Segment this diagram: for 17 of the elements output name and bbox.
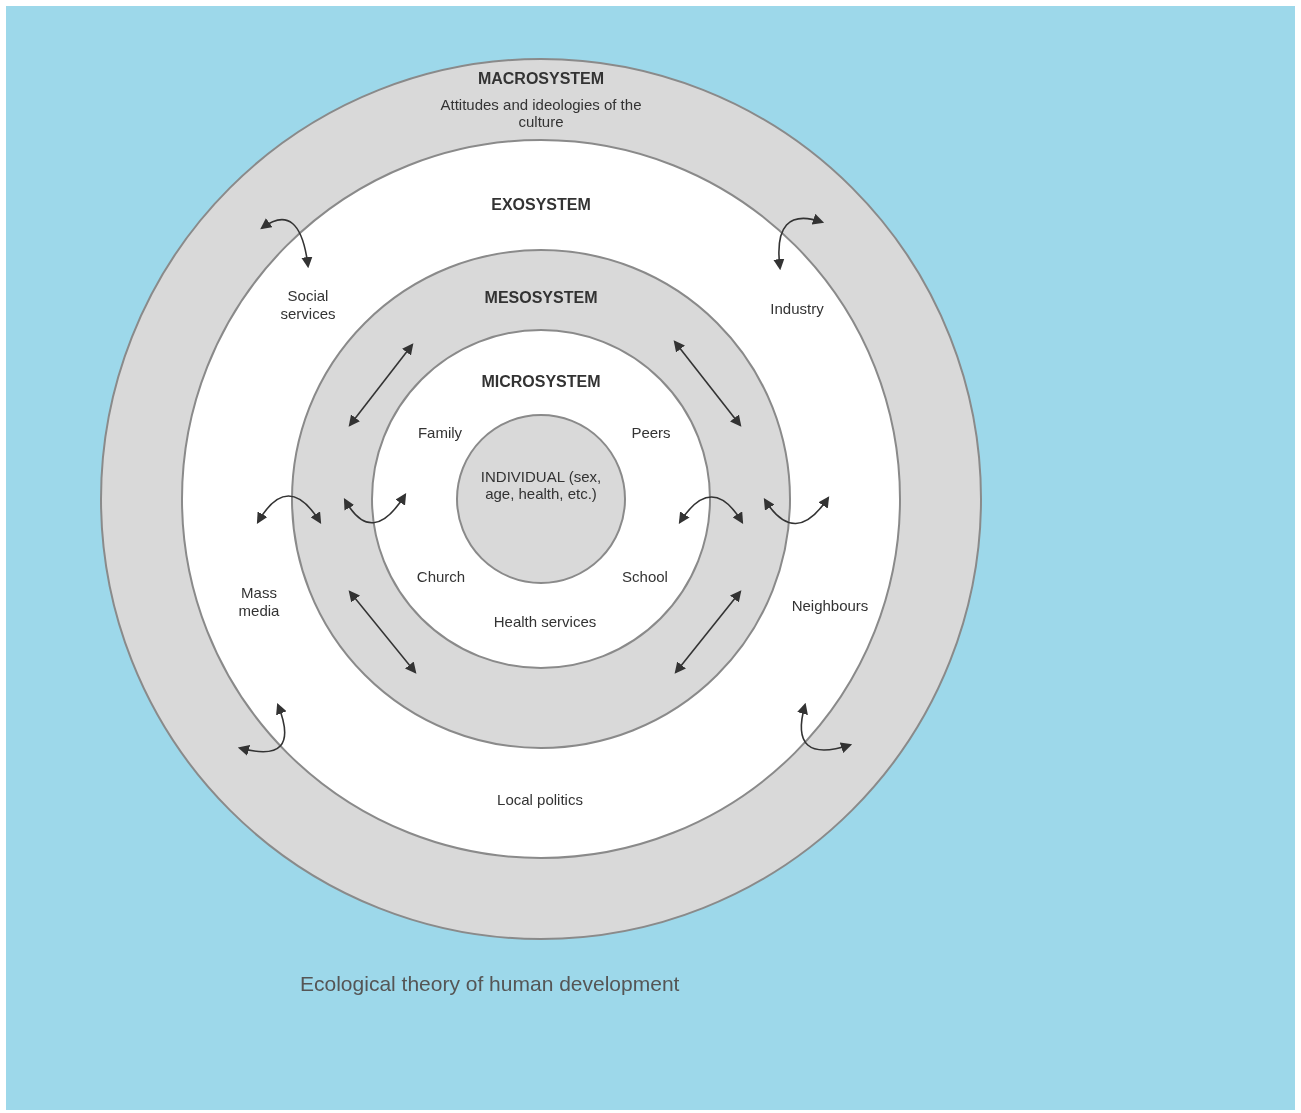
caption: Ecological theory of human development [300,972,680,996]
text-label: Peers [630,424,672,442]
text-label: Family [416,424,464,442]
center-text: INDIVIDUAL (sex, age, health, etc.) [479,468,603,502]
text-label: Neighbours [790,597,870,615]
text-label: Social services [279,287,337,323]
text-label: Health services [492,613,598,631]
ring-description: Attitudes and ideologies of the culture [439,96,643,130]
text-label: Church [415,568,467,586]
ring-heading: MESOSYSTEM [484,289,598,307]
text-label: Mass media [237,584,281,620]
text-label: Local politics [496,791,584,809]
ring-heading: EXOSYSTEM [491,196,591,214]
ring-heading: MACROSYSTEM [477,70,605,88]
ring-heading: MICROSYSTEM [481,373,601,391]
text-label: School [621,568,669,586]
text-label: Industry [769,300,825,318]
